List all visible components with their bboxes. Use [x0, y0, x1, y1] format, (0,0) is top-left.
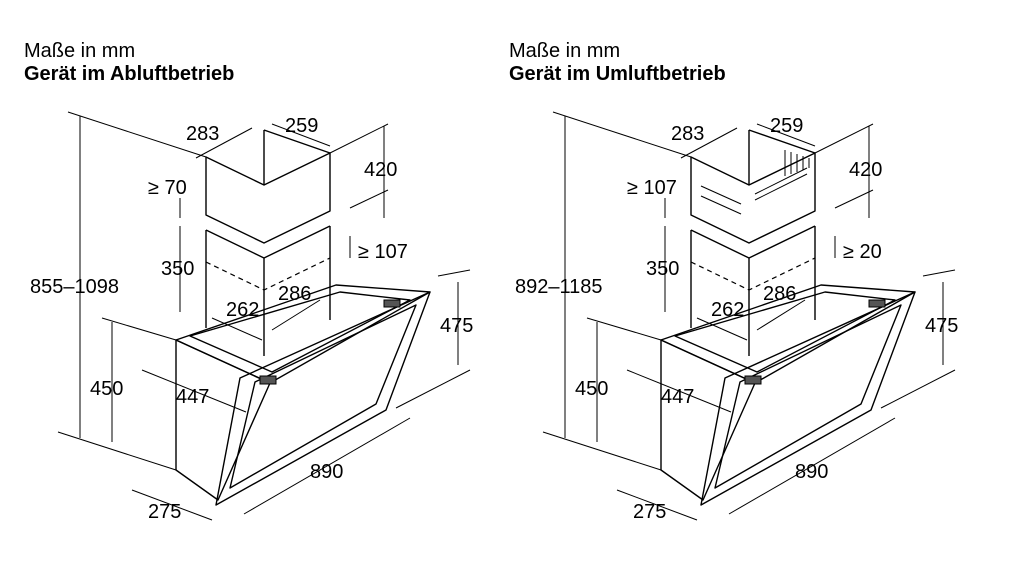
hood-drawing: 855–1098 283 259 420 ≥ 70 ≥ 107 350 — [30, 111, 473, 523]
dim-label: ≥ 70 — [148, 177, 187, 199]
dim-clearance: ≥ 70 ≥ 107 — [148, 177, 408, 263]
dim-chimney-upper: 420 — [329, 123, 397, 218]
dim-label: 890 — [795, 461, 828, 483]
dim-total-height: 855–1098 — [30, 111, 207, 471]
dim-label: ≥ 20 — [843, 241, 882, 263]
dim-label: 350 — [646, 258, 679, 280]
chimney-lower — [205, 225, 331, 356]
panel-exhaust-mode: Maße in mm Gerät im Abluftbetrieb — [0, 0, 500, 570]
dim-label: 350 — [161, 258, 194, 280]
panel-title: Gerät im Umluftbetrieb — [509, 63, 726, 85]
dim-base-depth: 275 — [616, 489, 698, 523]
dim-label: 890 — [310, 461, 343, 483]
dim-label: 259 — [285, 115, 318, 137]
hood-body — [660, 291, 916, 506]
dim-label: 283 — [186, 123, 219, 145]
units-note: Maße in mm — [24, 40, 136, 62]
dim-label: 275 — [633, 501, 666, 523]
dim-label: 262 — [226, 299, 259, 321]
dim-body-height: 450 — [575, 317, 662, 442]
dim-clearance: ≥ 107 ≥ 20 — [627, 177, 882, 263]
dim-label: 420 — [364, 159, 397, 181]
panel-title: Gerät im Abluftbetrieb — [24, 63, 235, 85]
dim-label: 855–1098 — [30, 276, 119, 298]
hood-body — [175, 291, 431, 506]
units-note: Maße in mm — [509, 40, 621, 62]
dim-label: 420 — [849, 159, 882, 181]
lamp-icon — [744, 375, 762, 385]
panel-recirculation-mode: Maße in mm Gerät im Umluftbetrieb — [485, 0, 985, 570]
dim-chimney-lower: 350 — [646, 226, 679, 312]
dim-label: 475 — [925, 315, 958, 337]
dim-top: 283 259 — [671, 115, 816, 159]
dim-label: 450 — [575, 378, 608, 400]
dim-glass-width: 890 — [243, 417, 411, 515]
lamp-icon — [259, 375, 277, 385]
dim-chimney-lower: 350 — [161, 226, 194, 312]
vent-grille-icon — [700, 150, 810, 215]
dim-inner: 262 286 — [696, 283, 806, 341]
chimney-lower — [690, 225, 816, 356]
dim-label: 475 — [440, 315, 473, 337]
chimney-upper — [690, 129, 816, 244]
dim-label: 286 — [763, 283, 796, 305]
dim-inner: 262 286 — [211, 283, 321, 341]
dim-top: 283 259 — [186, 115, 331, 159]
dim-base-depth: 275 — [131, 489, 213, 523]
dim-label: 275 — [148, 501, 181, 523]
dim-body-depth: 447 — [626, 369, 732, 413]
dim-label: 450 — [90, 378, 123, 400]
dim-label: ≥ 107 — [358, 241, 408, 263]
dim-label: 447 — [176, 386, 209, 408]
dim-glass-width: 890 — [728, 417, 896, 515]
dim-total-height: 892–1185 — [515, 111, 692, 471]
dim-chimney-upper: 420 — [814, 123, 882, 218]
dim-label: 447 — [661, 386, 694, 408]
dim-label: 259 — [770, 115, 803, 137]
chimney-upper — [205, 129, 331, 244]
dim-label: 283 — [671, 123, 704, 145]
dim-label: 892–1185 — [515, 276, 603, 298]
lamp-icon — [868, 299, 886, 308]
dim-label: 262 — [711, 299, 744, 321]
dim-label: ≥ 107 — [627, 177, 677, 199]
lamp-icon — [383, 299, 401, 308]
dim-body-depth: 447 — [141, 369, 247, 413]
dim-glass-height: 475 — [395, 269, 473, 409]
dim-label: 286 — [278, 283, 311, 305]
dim-glass-height: 475 — [880, 269, 958, 409]
dim-body-height: 450 — [90, 317, 177, 442]
hood-drawing: 892–1185 283 259 420 ≥ 107 ≥ 20 350 — [515, 111, 958, 523]
